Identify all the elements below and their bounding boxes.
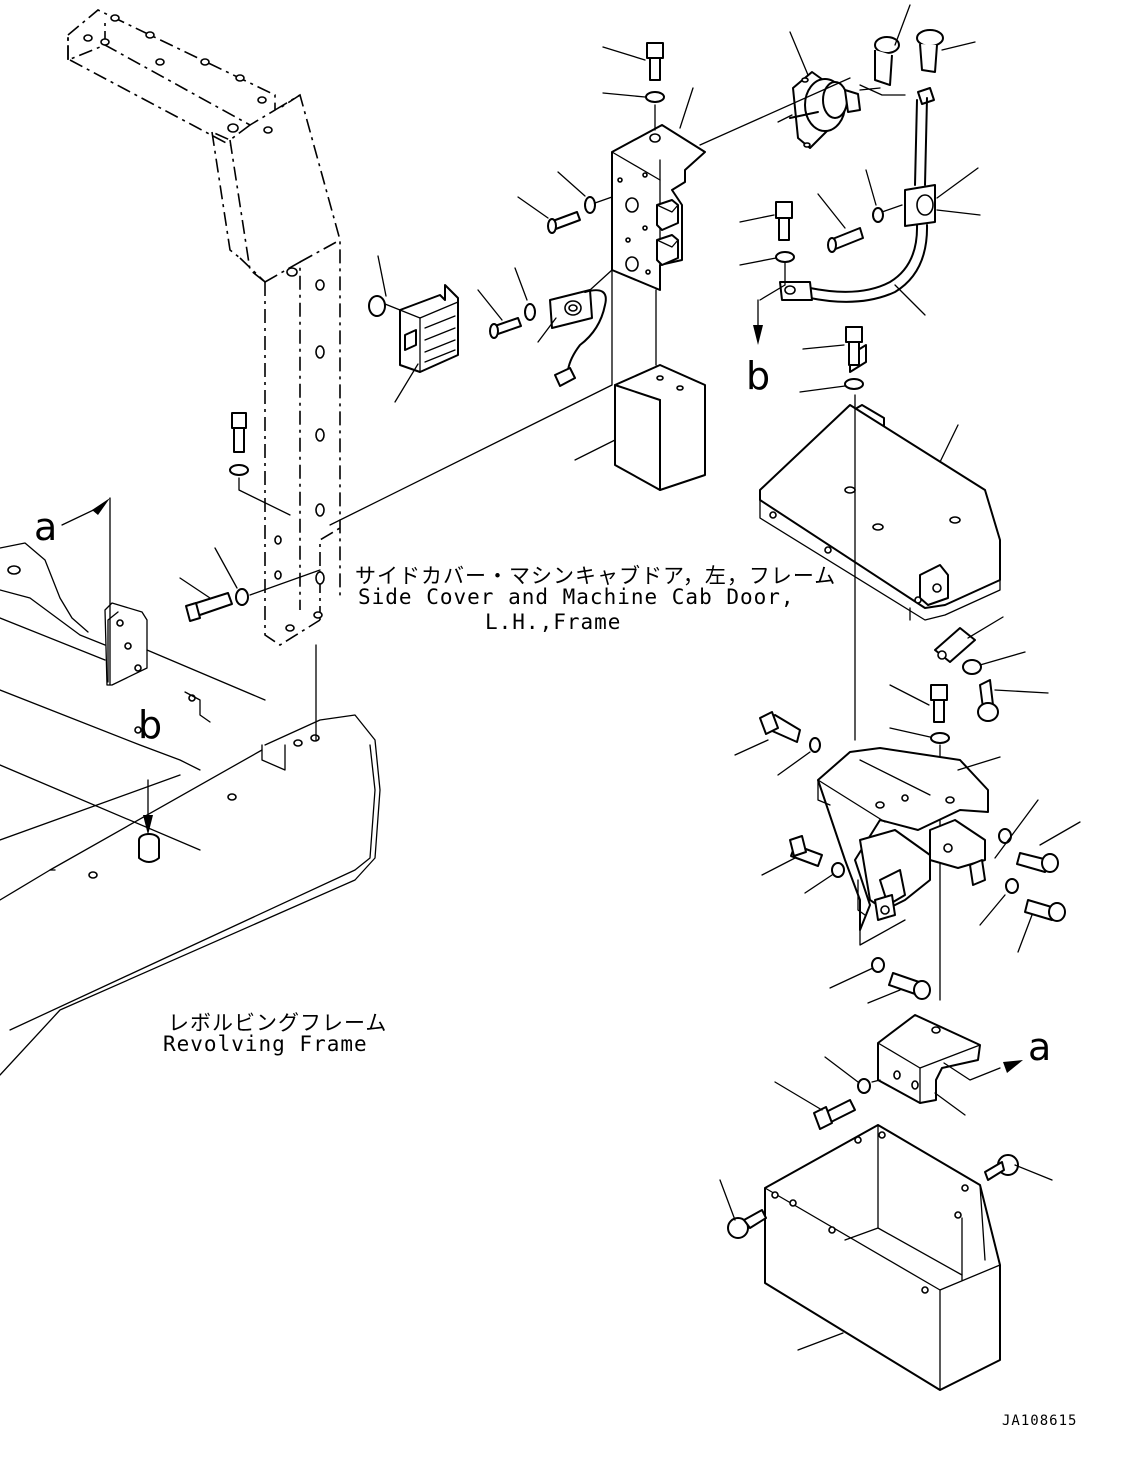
revolving-frame [0, 542, 381, 1076]
battery-box [764, 1124, 1001, 1391]
support-bracket [817, 747, 1001, 946]
ground-terminal [889, 616, 1049, 1001]
ref-letter-b-left: b [138, 703, 163, 747]
bolts-support [734, 711, 1081, 1004]
bolts-cable [739, 169, 903, 301]
side-cover-frame [67, 9, 341, 646]
arrow-b-right [753, 299, 763, 345]
battery-tray-lid [759, 344, 1001, 741]
bolts-bracket-left [477, 171, 613, 339]
side-cover-label-en-1: Side Cover and Machine Cab Door, [358, 585, 795, 609]
terminal-caps [859, 4, 976, 96]
plate-with-wire [537, 269, 613, 387]
arrow-b-left [143, 779, 153, 835]
bolt-top-frame [229, 412, 291, 516]
drawing-code: JA108615 [1002, 1413, 1078, 1429]
battery-cable [779, 87, 981, 316]
side-cover-label-jp: サイドカバー・マシンキャブドア，左，フレーム [355, 564, 837, 588]
ref-letter-a-left: a [34, 505, 58, 549]
bolt-left-frame [179, 547, 321, 622]
arrow-a-left [61, 497, 111, 686]
bolt-bracket-top [602, 42, 694, 131]
bolt-lid-top [799, 326, 864, 393]
relay-component [368, 255, 459, 403]
box-knobs [719, 1154, 1053, 1239]
revolving-frame-label-en: Revolving Frame [163, 1032, 368, 1056]
ref-letter-b-right: b [746, 354, 771, 398]
revolving-frame-label-jp: レボルビングフレーム [168, 1011, 388, 1035]
u-cover [574, 289, 706, 491]
battery-relay [699, 31, 861, 149]
side-cover-label-en-2: L.H.,Frame [485, 610, 622, 634]
mounting-bracket [611, 124, 706, 291]
leader-frame-bracket [329, 269, 613, 526]
ref-letter-a-right: a [1028, 1025, 1052, 1069]
bolt-l-bracket [774, 1056, 881, 1130]
l-bracket [877, 1014, 1023, 1116]
